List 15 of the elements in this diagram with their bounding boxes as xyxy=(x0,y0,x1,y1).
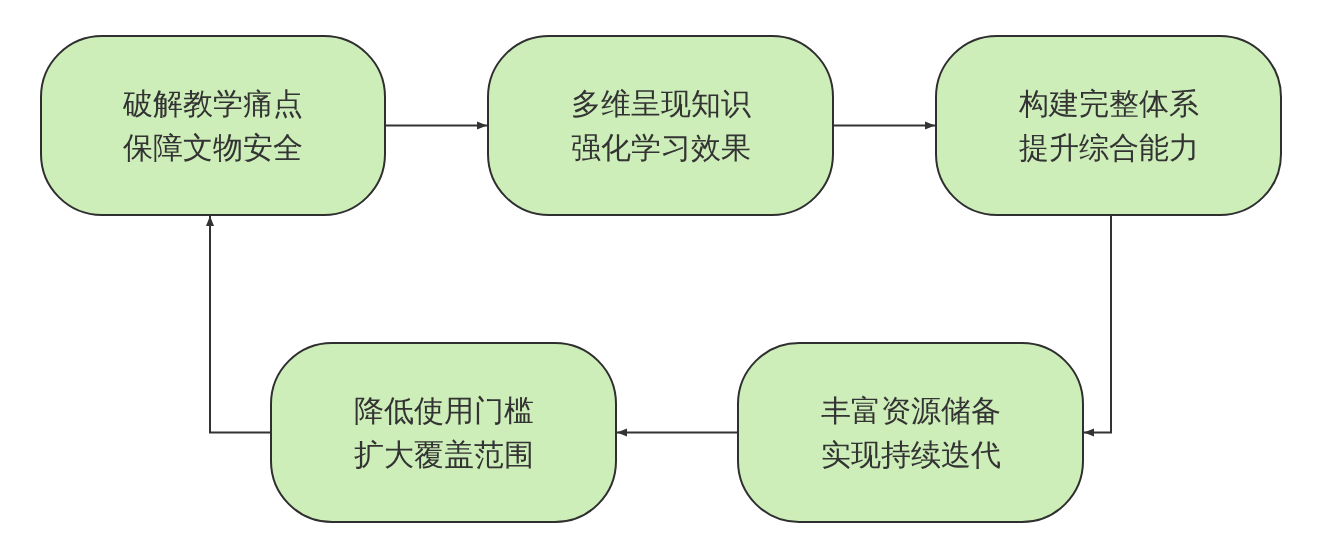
process-box xyxy=(935,35,1282,216)
process-box xyxy=(737,342,1084,523)
box-label: 丰富资源储备实现持续迭代 xyxy=(819,391,1002,474)
box-label: 多维呈现知识强化学习效果 xyxy=(569,84,752,167)
box-label: 降低使用门槛扩大覆盖范围 xyxy=(352,391,535,474)
arrow xyxy=(833,121,936,130)
arrow xyxy=(385,121,488,130)
arrow xyxy=(1083,215,1112,437)
box-label: 破解教学痛点保障文物安全 xyxy=(122,84,304,167)
process-box xyxy=(270,342,617,523)
box-label: 构建完整体系提升综合能力 xyxy=(1017,84,1200,167)
arrow xyxy=(616,428,738,437)
process-box xyxy=(487,35,834,216)
process-box xyxy=(40,35,386,216)
arrow xyxy=(206,215,271,434)
